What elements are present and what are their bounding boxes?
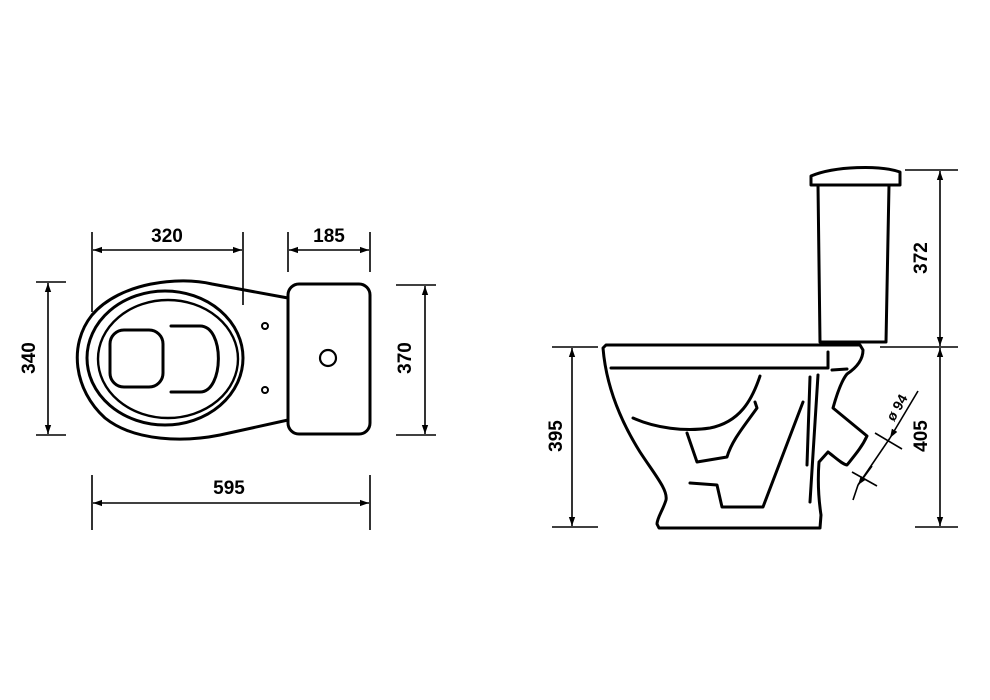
dimension-label-395: 395 <box>546 420 567 452</box>
bowl-outline <box>601 343 869 530</box>
bowl-water-surface <box>631 374 762 432</box>
top-view: 320 185 340 370 595 <box>19 226 436 530</box>
tank-lid <box>809 166 902 187</box>
trap-wall-line-2 <box>808 373 820 504</box>
bowl-outline <box>75 279 290 441</box>
trapway-lower <box>688 400 805 509</box>
dimension-tank-width: 370 <box>395 284 436 436</box>
seat-outer-ring <box>85 289 245 427</box>
dimension-rim-height: 395 <box>546 346 598 528</box>
cistern-connector-line <box>830 367 849 372</box>
dimension-total-length: 595 <box>91 475 371 530</box>
flush-button-hole <box>318 348 338 368</box>
seat-inner-ring <box>96 298 240 420</box>
dimension-label-595: 595 <box>213 478 245 499</box>
dimension-label-320: 320 <box>151 226 183 247</box>
dimension-label-diameter-94: ø 94 <box>883 391 911 423</box>
rim-inner-line <box>609 350 830 370</box>
seat-hinge-hole-bottom <box>261 386 269 394</box>
dimension-label-340: 340 <box>19 342 40 374</box>
dimension-bowl-length: 320 <box>91 226 244 312</box>
dimension-label-405: 405 <box>911 420 932 452</box>
dimension-tank-depth: 185 <box>287 226 371 272</box>
dimension-label-372: 372 <box>911 242 932 274</box>
trapway-upper <box>685 400 759 464</box>
dimension-bowl-width: 340 <box>19 281 66 436</box>
dimension-tank-height: 372 <box>880 169 958 348</box>
bowl-flush-rim <box>169 324 220 394</box>
trap-wall-line-1 <box>805 375 812 467</box>
tank-body <box>816 183 891 344</box>
tank-top <box>286 282 372 436</box>
side-view: 395 372 405 ø 94 <box>546 166 958 530</box>
dimension-label-185: 185 <box>313 226 345 247</box>
bowl-opening <box>108 328 165 389</box>
dimension-outlet-height: 405 <box>911 348 958 528</box>
dimension-label-370: 370 <box>395 342 416 374</box>
seat-hinge-hole-top <box>261 322 269 330</box>
